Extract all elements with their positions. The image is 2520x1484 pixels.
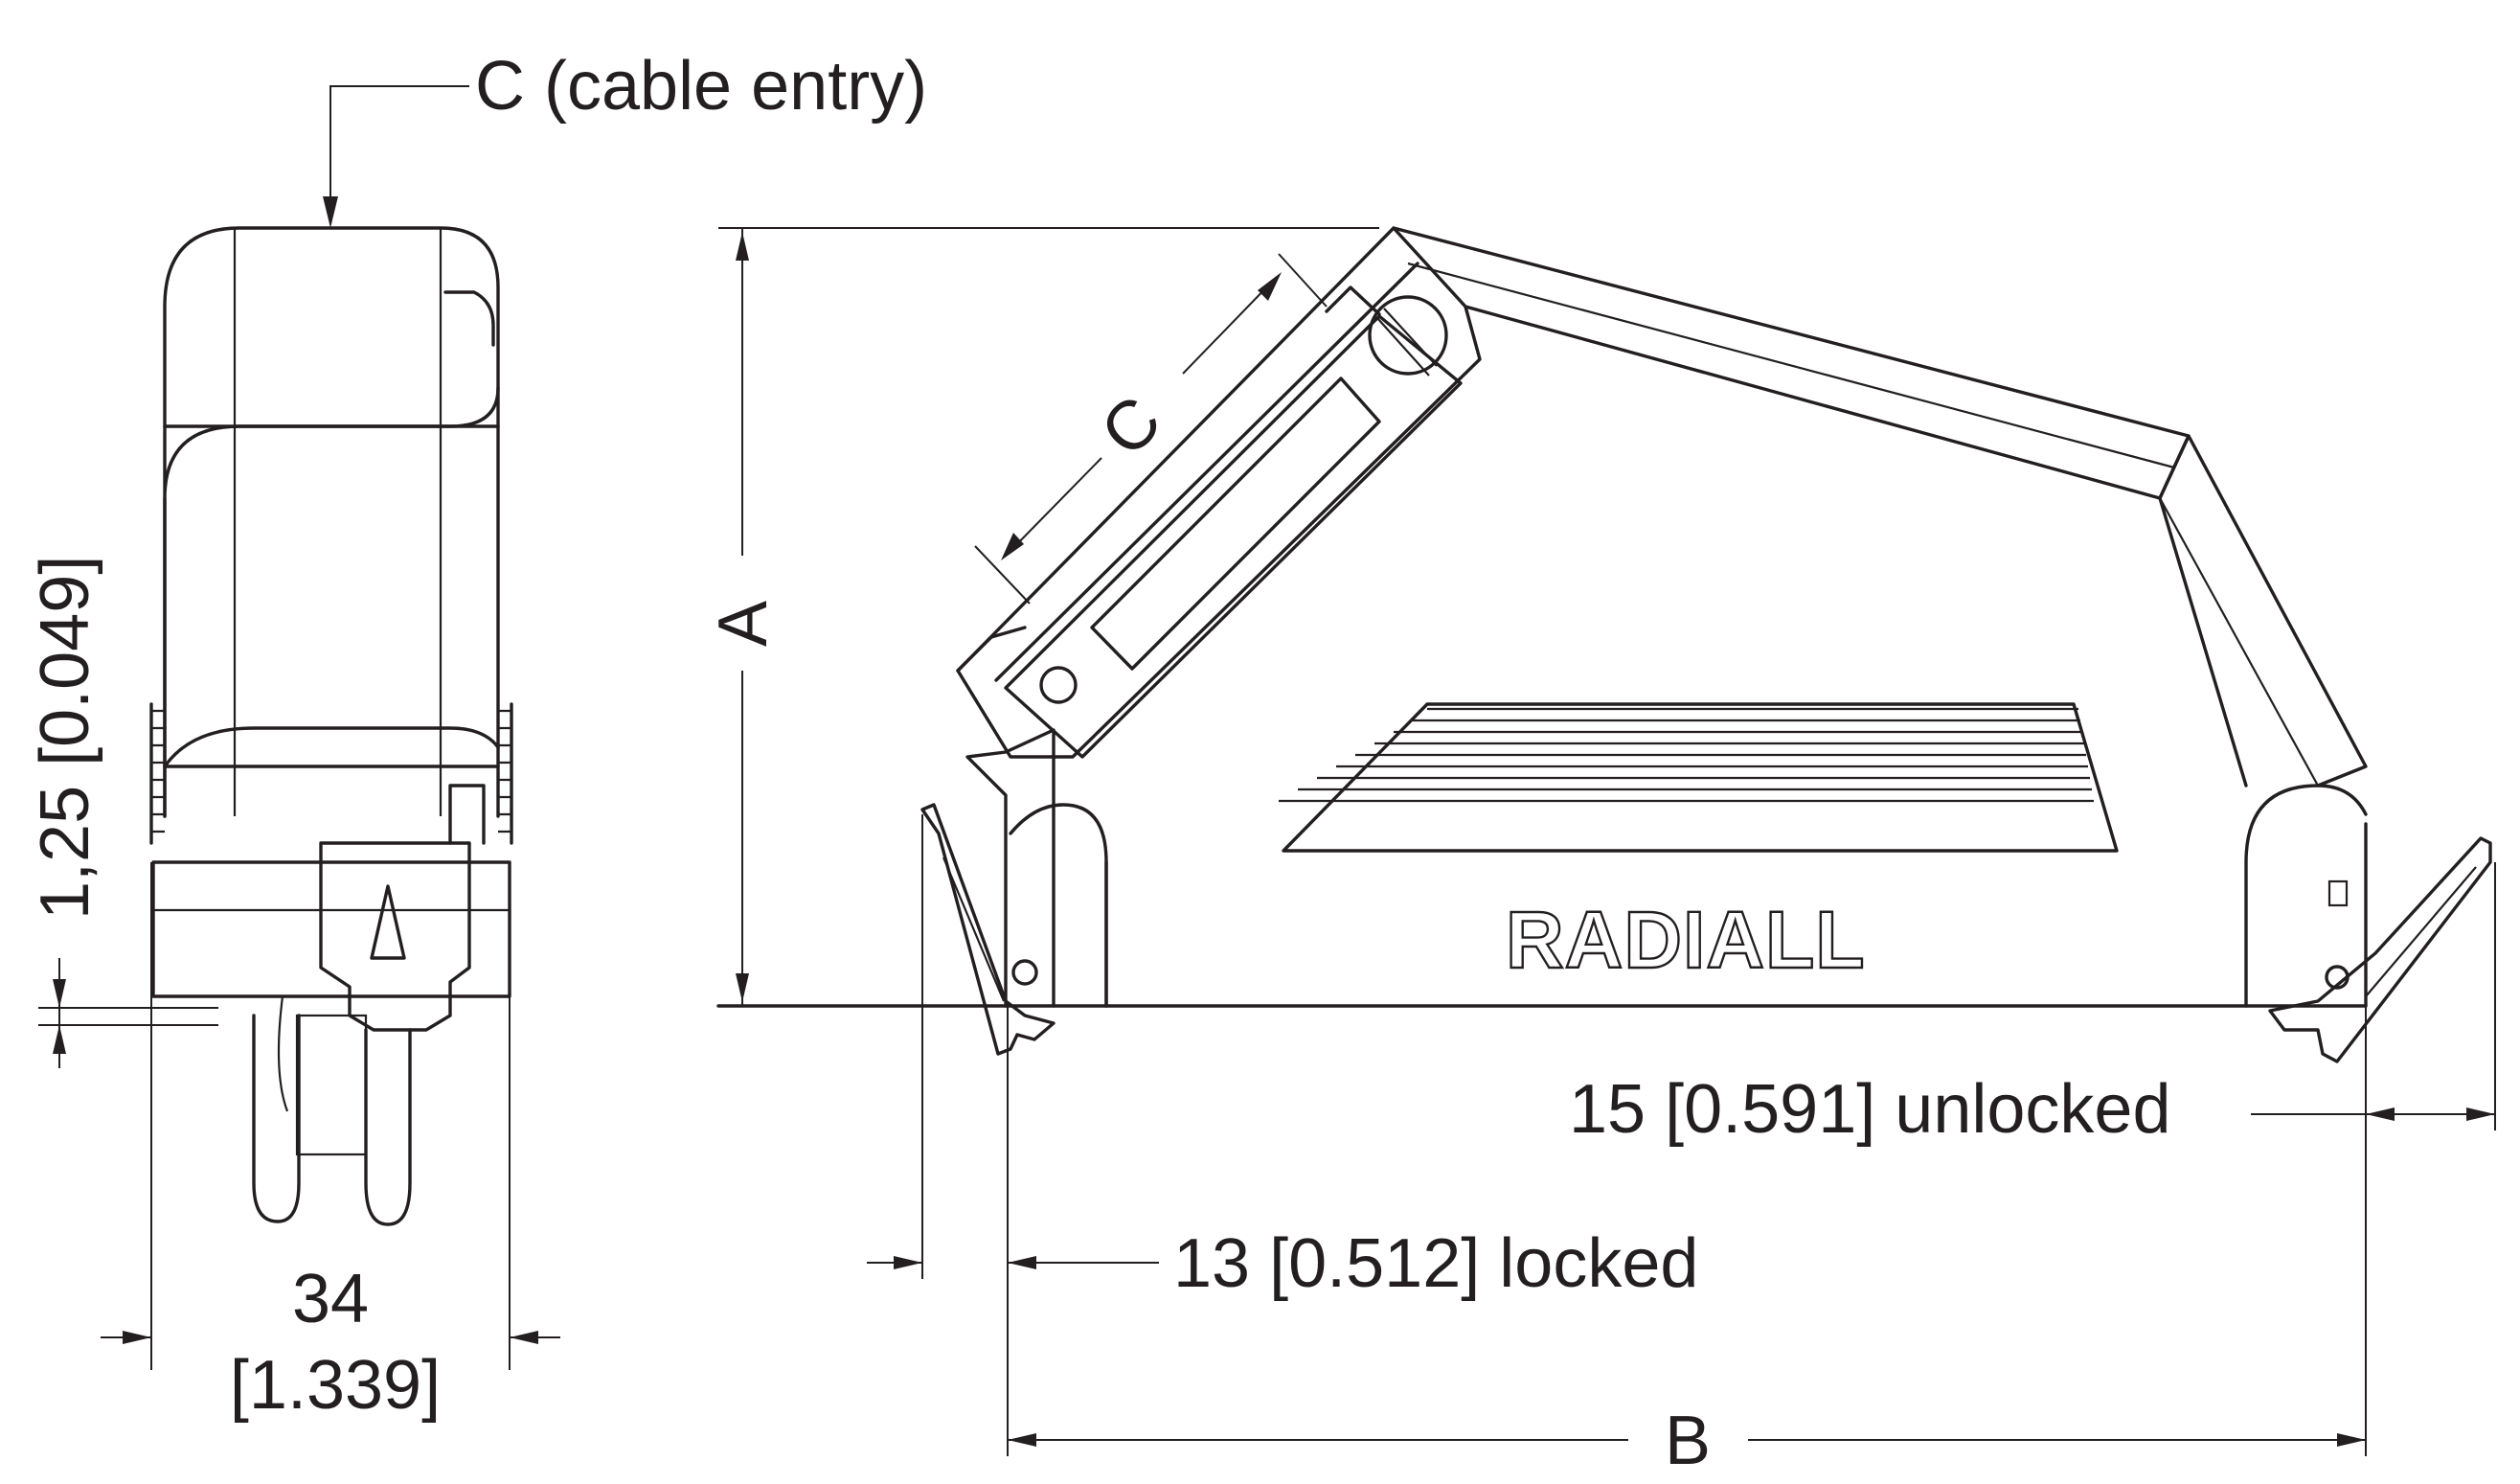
front-view-screw-bottom <box>1039 666 1078 704</box>
dimension-a: A <box>705 227 1379 1006</box>
front-view-top-cover-edge <box>1407 262 2175 469</box>
width-arrow-left <box>123 1331 151 1344</box>
side-view-latch <box>319 841 471 1032</box>
dim-c-line-bottom <box>1007 457 1102 555</box>
front-view-block-step-bottom <box>956 626 1027 673</box>
cable-entry-label: C (cable entry) <box>475 48 927 125</box>
latch-left-pin <box>1011 959 1038 986</box>
front-view-inner-panel <box>1004 314 1463 759</box>
unlocked-dimension: 15 [0.591] unlocked <box>1569 862 2496 1148</box>
cable-entry-leader <box>329 85 469 222</box>
side-view-pin-left <box>252 1014 301 1223</box>
width-dimension: 34 [1.339] <box>101 862 560 1424</box>
brand-logo: RADIALL <box>1506 895 1866 985</box>
locked-label: 13 [0.512] locked <box>1173 1225 1698 1302</box>
front-view-latch-left <box>920 803 1056 1056</box>
side-view-cable-stub <box>295 1014 368 1156</box>
screw-slot <box>1376 317 1430 377</box>
dim-b-arrow-left <box>1008 1433 1036 1447</box>
side-view-body-outline <box>163 386 500 818</box>
side-view-ribs-left <box>151 709 165 833</box>
front-view-left-post <box>965 728 1056 1008</box>
locked-arrow-right <box>1008 1256 1036 1269</box>
locked-arrow-left <box>894 1256 922 1269</box>
side-view-rib-edges <box>149 702 513 845</box>
side-view-pin-tip <box>370 884 406 960</box>
front-view-grille <box>1279 702 2119 853</box>
thickness-arrow-bottom <box>53 1025 66 1054</box>
side-view-band-curve <box>163 726 500 768</box>
cable-entry-arrowhead <box>323 196 338 228</box>
cable-entry-callout: C (cable entry) <box>323 48 927 228</box>
front-view-screw-top <box>1368 295 1448 377</box>
front-view: RADIALL <box>716 226 2492 1063</box>
side-view-notch <box>443 290 495 347</box>
width-arrow-right <box>510 1331 538 1344</box>
screw-slot <box>1383 308 1438 367</box>
latch-left-edge <box>942 856 1006 1002</box>
dim-c-line-top <box>1182 279 1275 375</box>
dim-a-label: A <box>705 601 782 647</box>
front-view-cable-block <box>956 226 1482 759</box>
dim-a-label-bg <box>714 556 771 671</box>
front-view-left-post-arch <box>1009 803 1108 1008</box>
latch-right-pin <box>2325 965 2350 990</box>
front-view-right-arch <box>2244 784 2368 1008</box>
dimension-b: B <box>1007 1006 2367 1479</box>
dim-c-ext-bottom <box>974 545 1031 605</box>
latch-right-notch <box>2327 879 2349 907</box>
width-label-mm: 34 <box>292 1261 369 1337</box>
dim-c-arrow-bottom <box>1001 533 1024 560</box>
locked-dimension: 13 [0.512] locked <box>867 814 1698 1302</box>
unlocked-arrow-right <box>2466 1107 2495 1121</box>
front-view-cable-block-edge <box>994 262 1419 682</box>
thickness-dimension: 1,25 [0.049] <box>27 556 218 1068</box>
dim-a-arrow-bottom <box>736 973 749 1002</box>
latch-right-edge <box>2365 866 2477 997</box>
thickness-label: 1,25 [0.049] <box>27 556 103 920</box>
dim-b-label: B <box>1665 1403 1711 1479</box>
side-view-upper-body <box>163 226 500 818</box>
screw-head <box>1368 295 1448 376</box>
dim-a-arrow-top <box>736 232 749 261</box>
side-view-pin-right <box>364 1028 412 1226</box>
dim-c-arrow-top <box>1258 272 1282 301</box>
dim-b-arrow-right <box>2337 1433 2366 1447</box>
front-view-block-step-top <box>1325 285 1381 316</box>
unlocked-label: 15 [0.591] unlocked <box>1569 1071 2171 1148</box>
side-view <box>149 226 513 1226</box>
grille-frame <box>1282 702 2119 853</box>
front-view-top-cover <box>1392 226 2191 500</box>
dimension-c: C <box>974 253 1328 605</box>
side-view-wire <box>277 995 289 1112</box>
front-view-latch-right <box>2268 836 2492 1063</box>
dim-c-label: C <box>1086 381 1175 470</box>
width-label-in: [1.339] <box>230 1347 441 1424</box>
thickness-arrow-top <box>53 979 66 1008</box>
front-view-riser-edge <box>2159 497 2319 787</box>
front-view-slot <box>1090 377 1381 671</box>
side-view-latch-tab <box>448 784 486 845</box>
unlocked-arrow-left <box>2366 1107 2395 1121</box>
side-view-ribs-right <box>498 709 511 833</box>
front-view-right-riser <box>2158 434 2368 788</box>
dim-c-ext-top <box>1278 253 1328 308</box>
